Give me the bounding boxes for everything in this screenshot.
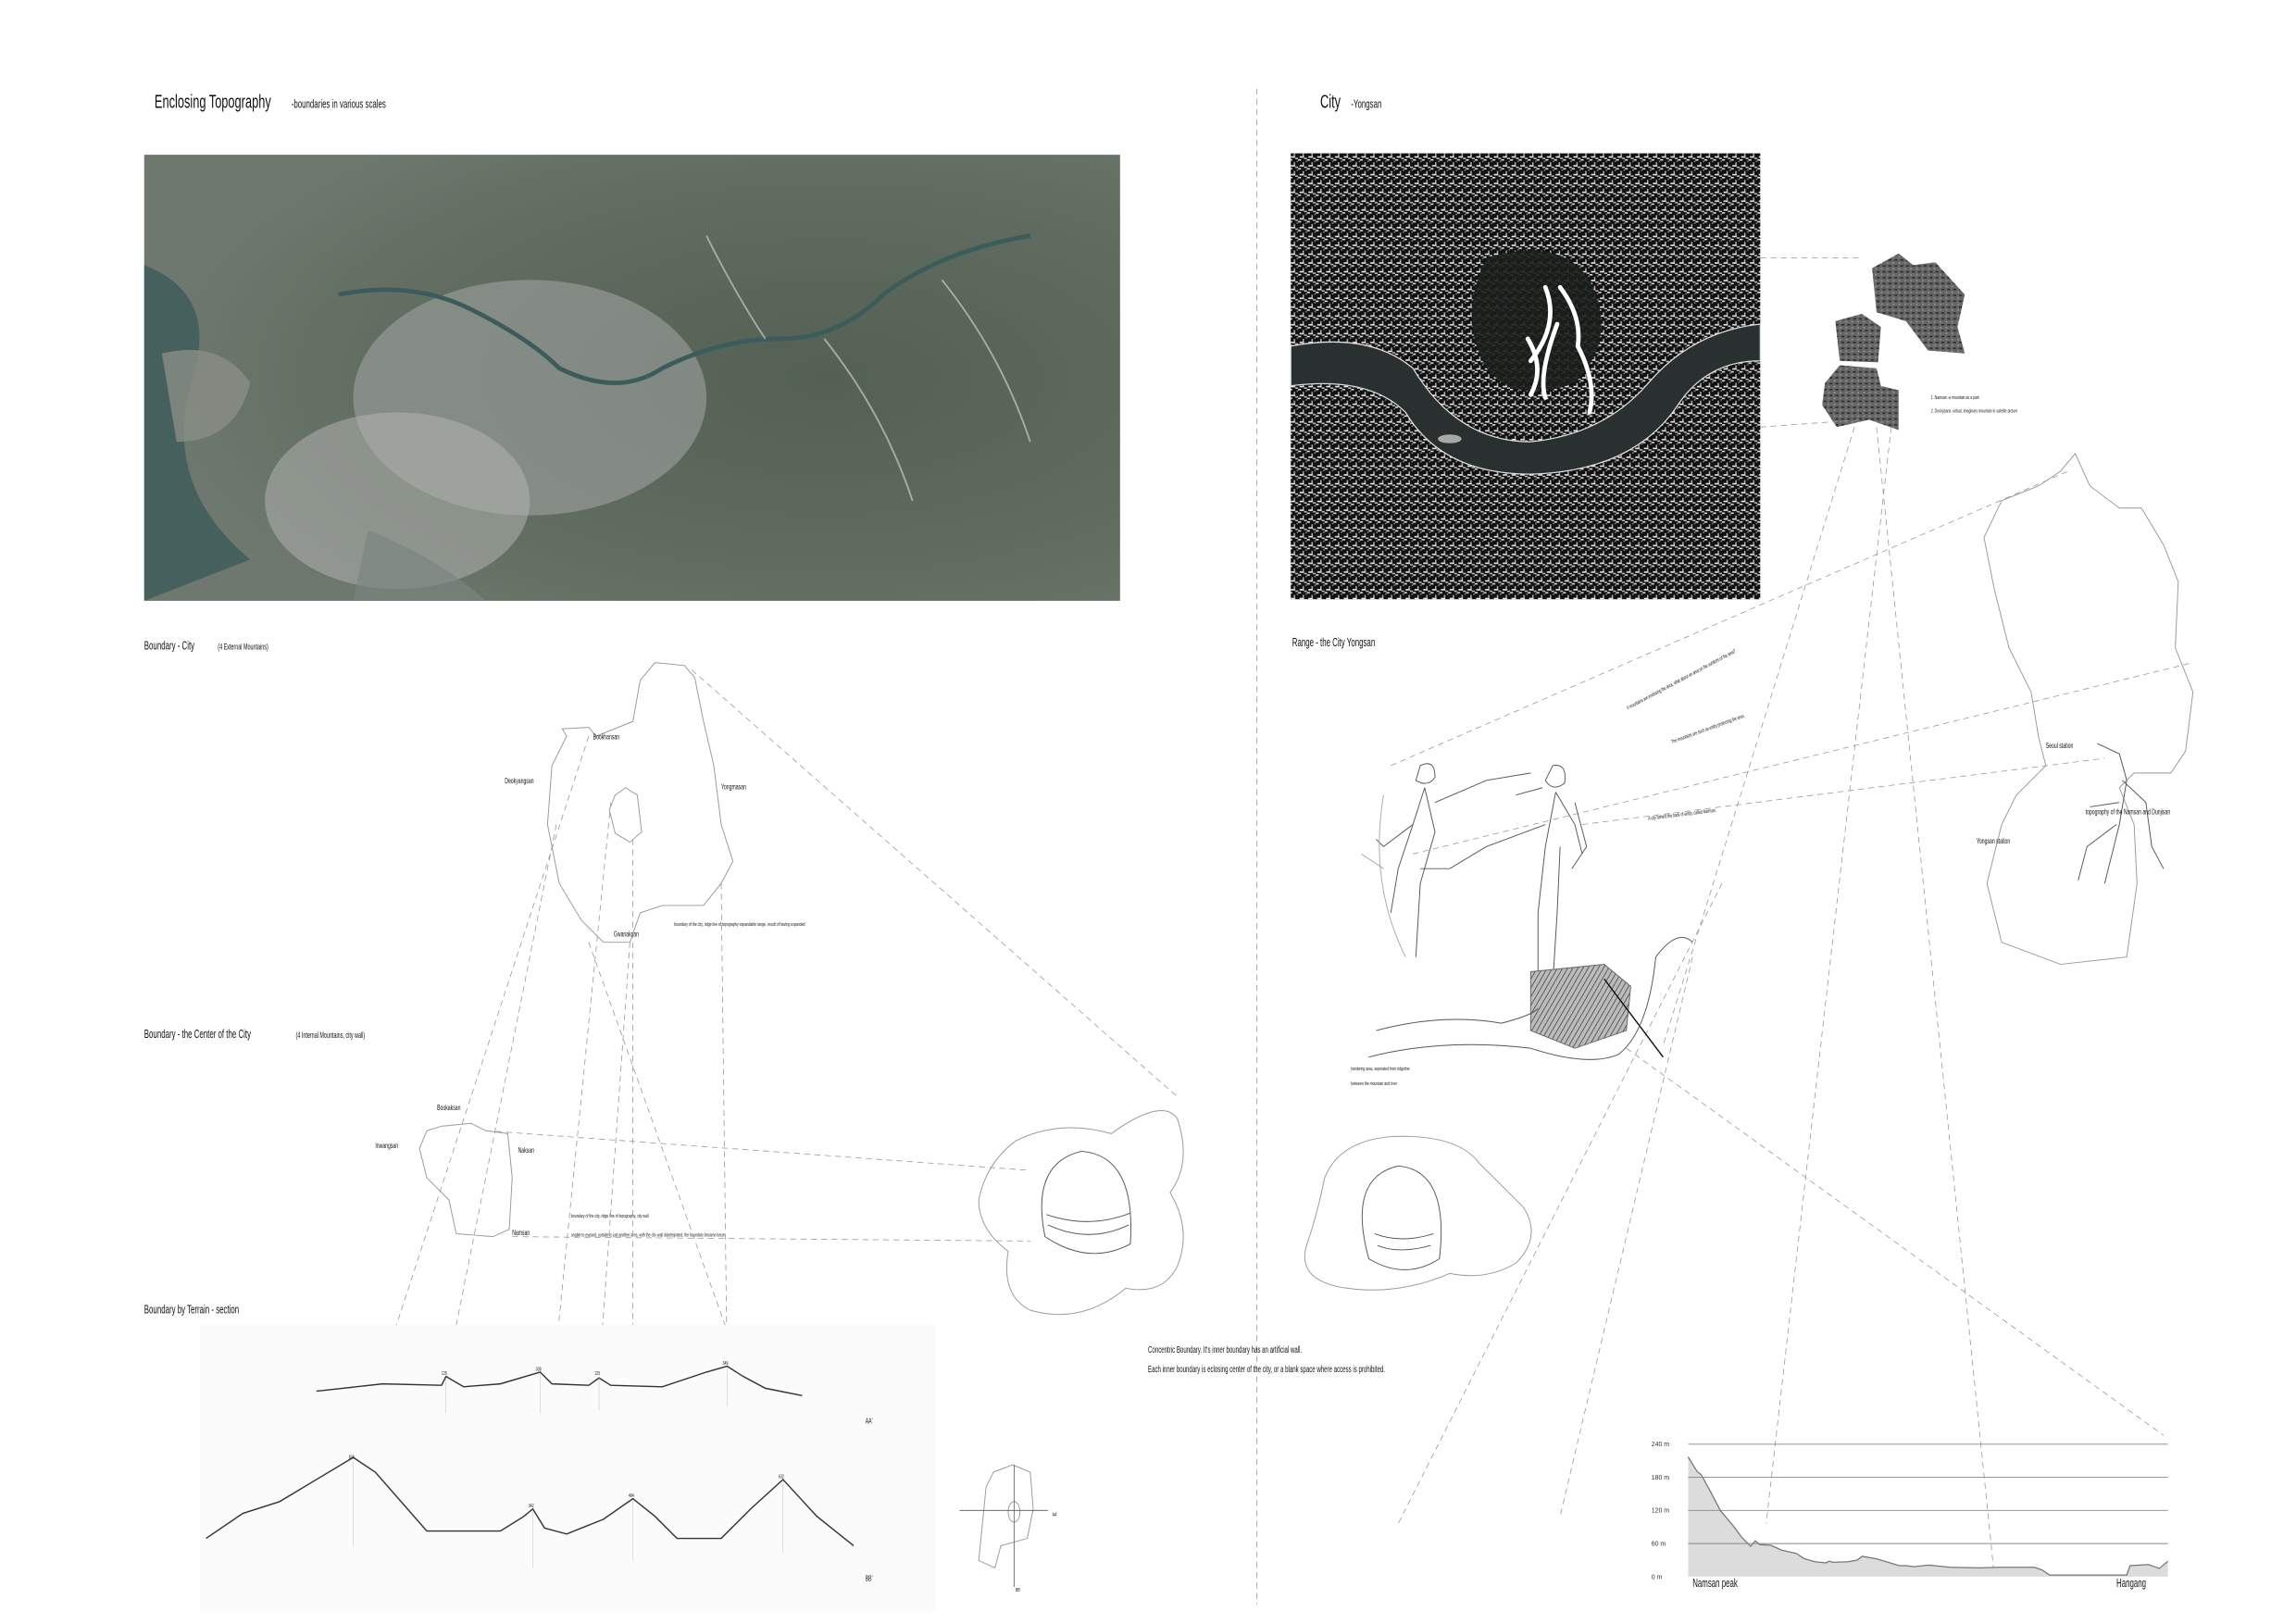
boundary-center-note-2: unable to expand. outside is just anothe…	[571, 1232, 726, 1239]
left-title-text: Enclosing Topography	[155, 90, 271, 112]
city-center-outline-small	[608, 787, 643, 843]
right-title-text: City	[1320, 90, 1341, 112]
aa-peak-3: 125	[594, 1370, 600, 1377]
bordering-note-1: bordering area, seperated from ridgeline	[1351, 1066, 1409, 1072]
bb-peak-1: 836	[349, 1455, 355, 1461]
boundary-city-note: boundary of the city, ridge line of topo…	[674, 921, 805, 928]
bb-peak-3: 494	[629, 1493, 634, 1499]
key-map-bb: BB'	[1016, 1587, 1020, 1593]
y-tick-label: 120 m	[1652, 1508, 1670, 1515]
yongsan-station-label: Yongsan station	[1977, 838, 2010, 845]
shaded-namsan-patch	[1529, 964, 1631, 1049]
dunjisan-virtual-mountain	[1525, 284, 1594, 415]
elevation-line	[1687, 1456, 2169, 1576]
seoul-city-outline	[546, 662, 734, 943]
boundary-center-heading-note: (4 Internal Mountains, city wall)	[296, 1031, 366, 1041]
namsan-note-2: 2. Doonjisans -virtual, imaginary mounta…	[1931, 408, 2018, 415]
right-title: City -Yongsan	[1320, 90, 1381, 112]
mountain-label-gwanaksan: Gwanaksan	[614, 931, 639, 938]
aa-section-label: AA'	[866, 1418, 873, 1426]
bb-peak-2: 342	[529, 1503, 534, 1509]
aa-peak-2: 338	[536, 1367, 542, 1373]
bb-section-label: BB'	[866, 1576, 873, 1583]
diagonal-note-1: 4 mountains are enclosing the area. what…	[1626, 648, 1738, 712]
left-subtitle: -boundaries in various scales	[292, 97, 386, 110]
mountain-label-naksan: Naksan	[518, 1147, 534, 1155]
left-title: Enclosing Topography -boundaries in vari…	[155, 90, 386, 112]
chart-start-label: Namsan peak	[1692, 1577, 1738, 1590]
boundary-city-heading: Boundary - City (4 External Mountains)	[144, 640, 268, 653]
han-river	[338, 233, 1031, 385]
boundary-city-heading-text: Boundary - City	[144, 640, 195, 653]
elevation-area	[1688, 1456, 2168, 1577]
section-paper	[200, 1325, 937, 1613]
section-profile-bb	[206, 1456, 855, 1547]
yongsan-outline	[1983, 453, 2194, 966]
boundary-center-heading: Boundary - the Center of the City (4 Int…	[144, 1028, 365, 1041]
y-tick-label: 180 m	[1652, 1475, 1670, 1481]
mountain-label-namsan: Namsan	[512, 1230, 530, 1237]
city-wall-egg-sketch-left	[978, 1110, 1184, 1316]
range-heading: Range - the City Yongsan	[1292, 636, 1375, 649]
namsan-park-area	[1471, 250, 1602, 392]
aa-peak-4: 349	[723, 1360, 729, 1367]
han-river-bw	[1290, 323, 1761, 475]
mountain-label-deokyangsan: Deokyangsan	[505, 778, 533, 785]
section-peak-lines	[353, 1368, 784, 1568]
namsan-note-1: 1. Namsan -a mountain as a park	[1931, 394, 1980, 401]
diagonal-note-2: The mountains are such an entity protect…	[1670, 713, 1745, 745]
boundary-center-heading-text: Boundary - the Center of the City	[144, 1028, 252, 1041]
y-tick-label: 60 m	[1652, 1541, 1666, 1547]
section-key-map: AA' BB'	[959, 1464, 1057, 1593]
satellite-image-seoul-region	[144, 155, 1120, 601]
key-map-aa: AA'	[1053, 1512, 1057, 1518]
y-tick-label: 0 m	[1652, 1574, 1663, 1580]
figures-holding-hands-sketch	[1361, 763, 1693, 1060]
concentric-note-2: Each inner boundary is eclosing center o…	[1148, 1364, 1385, 1374]
right-subtitle: -Yongsan	[1351, 97, 1381, 110]
aa-peak-1: 125	[442, 1370, 447, 1377]
namsan-dunjisan-topography-icon	[2078, 743, 2165, 884]
diagonal-note-3: A city behind the back of entity, called…	[1648, 807, 1716, 822]
elevation-profile-chart: 0 m 60 m 120 m 180 m 240 m	[1652, 1442, 2169, 1580]
namsan-extracted-shapes	[1822, 253, 1965, 431]
connector-lines-right	[1391, 257, 2193, 1576]
terrain-heading: Boundary by Terrain - section	[144, 1303, 239, 1316]
mountain-label-bookaksan: Bookaksan	[437, 1105, 460, 1112]
satellite-image-yongsan-bw	[1290, 153, 1761, 600]
topography-label: topography of the Namsan and Dunjisan	[2086, 808, 2171, 816]
concentric-note-1: Concentric Boundary. It's inner boundary…	[1148, 1345, 1302, 1355]
boundary-center-note-1: boundary of the city, ridge line of topo…	[571, 1213, 649, 1219]
mountain-label-bookhansan: Bookhansan	[593, 733, 620, 741]
section-profile-aa	[316, 1365, 803, 1397]
y-tick-label: 240 m	[1652, 1442, 1670, 1448]
city-wall-outline	[418, 1122, 513, 1238]
mountain-label-yongmasan: Yongmasan	[721, 783, 746, 791]
chart-end-label: Hangang	[2116, 1577, 2146, 1590]
seoul-station-label: Seoul station	[2046, 743, 2074, 750]
mountain-label-inwangsan: Inwangsan	[375, 1143, 398, 1150]
bb-peak-4: 632	[779, 1474, 784, 1480]
city-wall-egg-sketch-right	[1304, 1135, 1532, 1291]
bordering-note-2: between the mountain and river	[1351, 1081, 1397, 1087]
boundary-city-heading-note: (4 External Mountains)	[218, 642, 268, 652]
